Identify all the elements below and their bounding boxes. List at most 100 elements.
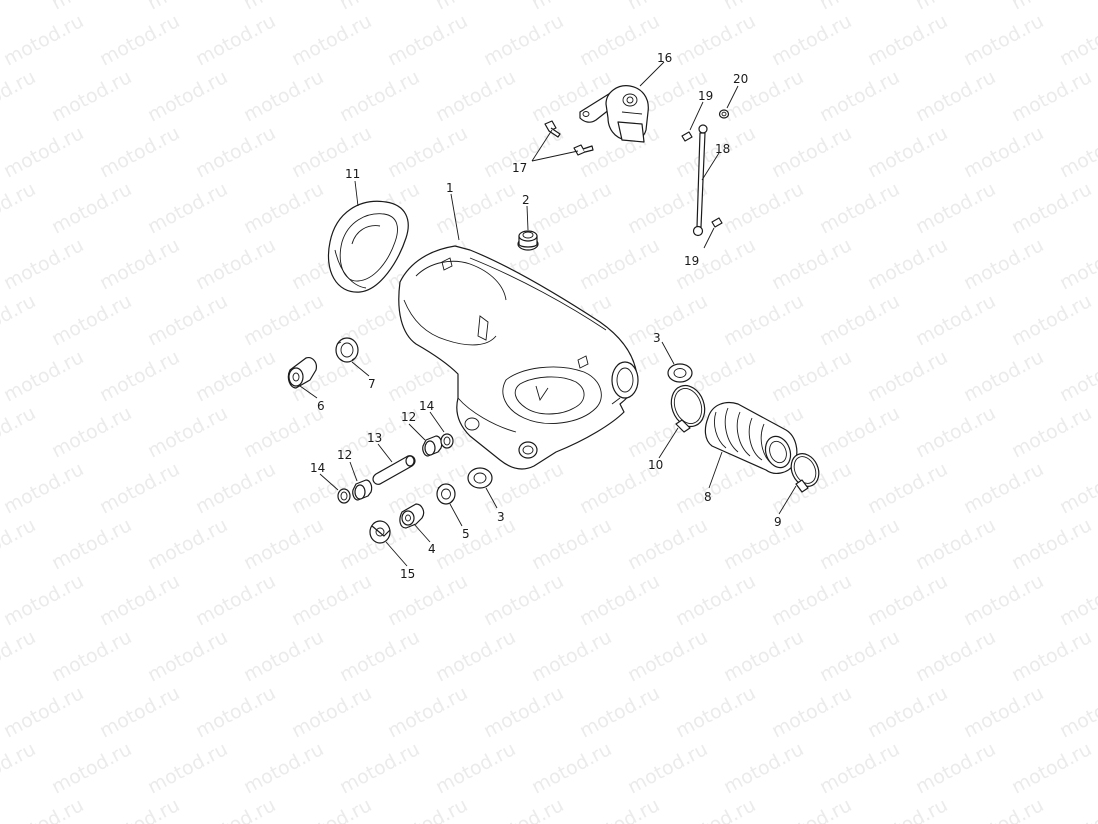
watermark-text: motod.ru xyxy=(576,682,663,742)
watermark-text: motod.ru xyxy=(240,290,327,350)
watermark-text: motod.ru xyxy=(912,626,999,686)
callout-3-lower: 3 xyxy=(497,510,505,524)
watermark-text: motod.ru xyxy=(288,570,375,630)
watermark-text: motod.ru xyxy=(48,626,135,686)
watermark-text: motod.ru xyxy=(960,122,1047,182)
watermark-text: motod.ru xyxy=(576,234,663,294)
watermark-text: motod.ru xyxy=(432,738,519,798)
part-3-bearing-lower xyxy=(467,467,493,489)
callout-14-right: 14 xyxy=(419,399,434,413)
callout-labels: 1 2 3 3 4 5 6 7 8 9 10 11 12 12 13 14 14… xyxy=(310,51,782,581)
watermark-text: motod.ru xyxy=(576,10,663,70)
part-15-cap xyxy=(369,520,391,544)
watermark-text: motod.ru xyxy=(144,738,231,798)
part-18-rod xyxy=(692,124,708,237)
watermark-text: motod.ru xyxy=(240,0,327,14)
watermark-text: motod.ru xyxy=(1008,178,1095,238)
watermark-text: motod.ru xyxy=(336,66,423,126)
watermark-text: motod.ru xyxy=(864,458,951,518)
watermark-text: motod.ru xyxy=(288,122,375,182)
watermark-text: motod.ru xyxy=(192,458,279,518)
watermark-text: motod.ru xyxy=(1056,794,1098,824)
watermark-text: motod.ru xyxy=(864,10,951,70)
watermark-text: motod.ru xyxy=(1056,458,1098,518)
callout-18: 18 xyxy=(715,142,730,156)
watermark-text: motod.ru xyxy=(528,66,615,126)
watermark-text: motod.ru xyxy=(720,514,807,574)
watermark-text: motod.ru xyxy=(816,66,903,126)
watermark-text: motod.ru xyxy=(480,570,567,630)
part-12-bush-right xyxy=(422,435,443,457)
watermark-text: motod.ru xyxy=(144,514,231,574)
watermark-text: motod.ru xyxy=(624,0,711,14)
watermark-text: motod.ru xyxy=(96,682,183,742)
watermark-text: motod.ru xyxy=(336,738,423,798)
watermark-text: motod.ru xyxy=(816,738,903,798)
watermark-text: motod.ru xyxy=(624,514,711,574)
watermark-text: motod.ru xyxy=(720,738,807,798)
watermark-text: motod.ru xyxy=(432,626,519,686)
callout-17: 17 xyxy=(512,161,527,175)
callout-1: 1 xyxy=(446,181,454,195)
watermark-text: motod.ru xyxy=(864,794,951,824)
watermark-text: motod.ru xyxy=(48,66,135,126)
watermark-text: motod.ru xyxy=(960,794,1047,824)
watermark-text: motod.ru xyxy=(96,234,183,294)
watermark-text: motod.ru xyxy=(624,290,711,350)
watermark-text: motod.ru xyxy=(288,682,375,742)
watermark-text: motod.ru xyxy=(1008,66,1095,126)
watermark-text: motod.ru xyxy=(960,682,1047,742)
watermark-text: motod.ru xyxy=(0,514,39,574)
watermark-text: motod.ru xyxy=(1056,682,1098,742)
watermark-text: motod.ru xyxy=(48,738,135,798)
watermark-text: motod.ru xyxy=(1008,626,1095,686)
watermark-text: motod.ru xyxy=(864,346,951,406)
part-13-shaft xyxy=(372,455,416,485)
watermark-text: motod.ru xyxy=(1056,570,1098,630)
watermark-text: motod.ru xyxy=(720,290,807,350)
watermark-text: motod.ru xyxy=(0,682,87,742)
callout-9: 9 xyxy=(774,515,782,529)
watermark-text: motod.ru xyxy=(768,346,855,406)
part-19-screws xyxy=(681,131,723,228)
watermark-text: motod.ru xyxy=(144,178,231,238)
watermark-text: motod.ru xyxy=(0,402,39,462)
watermark-text: motod.ru xyxy=(384,570,471,630)
part-16-sensor xyxy=(579,85,649,143)
watermark-text: motod.ru xyxy=(144,290,231,350)
watermark-text: motod.ru xyxy=(144,66,231,126)
callout-12-right: 12 xyxy=(401,410,416,424)
watermark-text: motod.ru xyxy=(96,794,183,824)
watermark-text: motod.ru xyxy=(672,458,759,518)
watermark-text: motod.ru xyxy=(720,626,807,686)
watermark-text: motod.ru xyxy=(720,178,807,238)
watermark-text: motod.ru xyxy=(816,402,903,462)
part-6-bush xyxy=(287,357,317,389)
watermark-text: motod.ru xyxy=(528,514,615,574)
watermark-text: motod.ru xyxy=(384,682,471,742)
watermark-text: motod.ru xyxy=(1008,290,1095,350)
watermark-text: motod.ru xyxy=(384,794,471,824)
watermark-text: motod.ru xyxy=(48,0,135,14)
watermark-text: motod.ru xyxy=(192,122,279,182)
watermark-text: motod.ru xyxy=(1056,234,1098,294)
watermark-text: motod.ru xyxy=(672,10,759,70)
callout-20: 20 xyxy=(733,72,748,86)
watermark-text: motod.ru xyxy=(144,0,231,14)
watermark-text: motod.ru xyxy=(672,682,759,742)
watermark-text: motod.ru xyxy=(1008,738,1095,798)
watermark-text: motod.ru xyxy=(912,738,999,798)
watermark-text: motod.ru xyxy=(1008,402,1095,462)
watermark-text: motod.ru xyxy=(48,514,135,574)
watermark-text: motod.ru xyxy=(0,234,87,294)
watermark-text: motod.ru xyxy=(384,10,471,70)
callout-3-upper: 3 xyxy=(653,331,661,345)
watermark-text: motod.ru xyxy=(432,514,519,574)
part-14-ring-left xyxy=(337,488,351,504)
watermark-text: motod.ru xyxy=(96,122,183,182)
watermark-text: motod.ru xyxy=(192,346,279,406)
watermark-text: motod.ru xyxy=(576,794,663,824)
watermark-text: motod.ru xyxy=(1056,10,1098,70)
watermark-text: motod.ru xyxy=(912,0,999,14)
